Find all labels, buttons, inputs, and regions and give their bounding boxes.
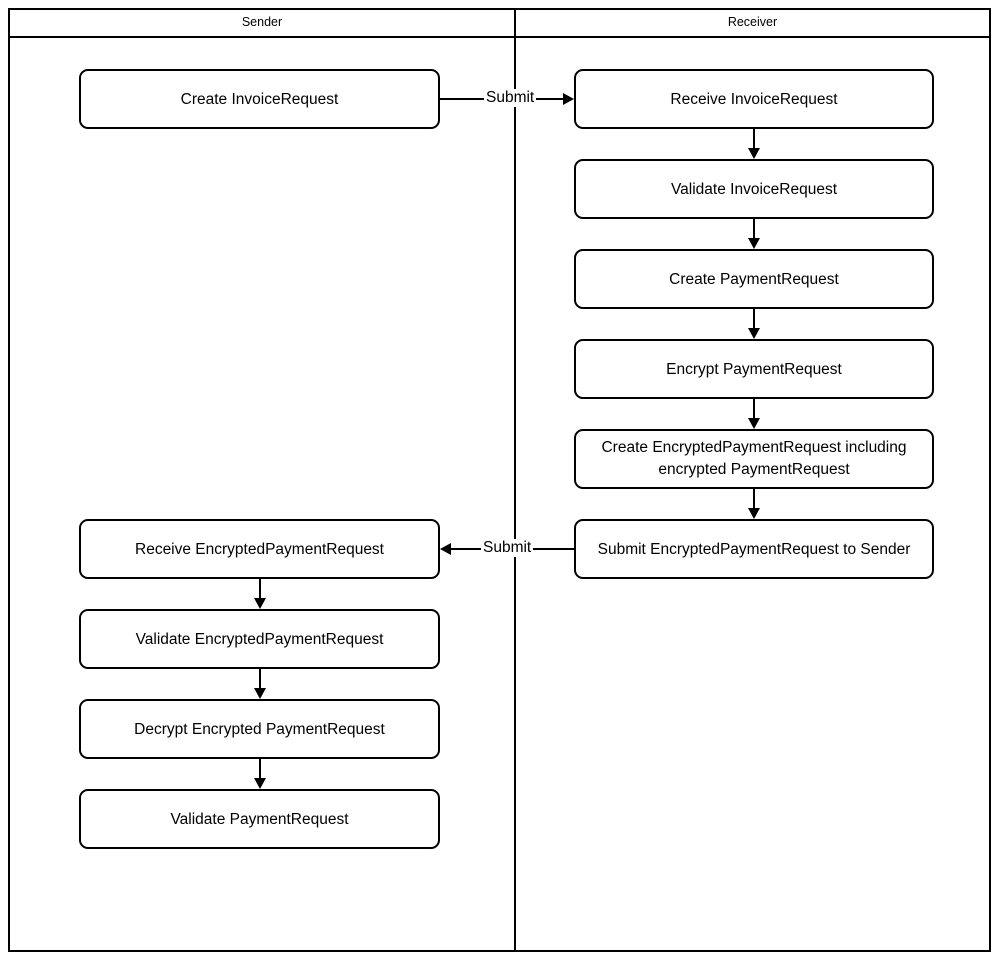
node-label: Validate EncryptedPaymentRequest (135, 630, 384, 648)
node-label-line1: Create EncryptedPaymentRequest including (601, 439, 907, 456)
lane-divider (514, 8, 516, 952)
node-receive-encryptedpaymentrequest[interactable]: Receive EncryptedPaymentRequest (79, 519, 440, 579)
edge-n4-n5-line (753, 309, 755, 330)
edge-n6-n7-arrowhead (748, 508, 760, 519)
edge-n10-n11-arrowhead (254, 778, 266, 789)
lane-header-band (8, 8, 991, 38)
lane-title-receiver: Receiver (727, 15, 778, 29)
edge-n9-n10-arrowhead (254, 688, 266, 699)
edge-n5-n6-line (753, 399, 755, 420)
edge-n2-n3-line (753, 129, 755, 150)
edge-submit-2-arrowhead (440, 543, 451, 555)
lane-title-sender: Sender (241, 15, 283, 29)
node-encrypt-paymentrequest[interactable]: Encrypt PaymentRequest (574, 339, 934, 399)
edge-n10-n11-line (259, 759, 261, 780)
edge-label-submit-2: Submit (481, 539, 534, 557)
node-label: Receive EncryptedPaymentRequest (135, 540, 384, 558)
edge-n5-n6-arrowhead (748, 418, 760, 429)
node-decrypt-encrypted-paymentrequest[interactable]: Decrypt Encrypted PaymentRequest (79, 699, 440, 759)
node-label: Create PaymentRequest (669, 270, 839, 288)
node-label: Validate PaymentRequest (170, 810, 349, 828)
edge-submit-1-arrowhead (563, 93, 574, 105)
edge-n9-n10-line (259, 669, 261, 690)
edge-n8-n9-line (259, 579, 261, 600)
node-label: Create InvoiceRequest (180, 90, 339, 108)
node-label: Decrypt Encrypted PaymentRequest (134, 720, 385, 738)
edge-n3-n4-arrowhead (748, 238, 760, 249)
node-create-encryptedpaymentrequest[interactable]: Create EncryptedPaymentRequest including… (574, 429, 934, 489)
node-submit-encryptedpaymentrequest-to-sender[interactable]: Submit EncryptedPaymentRequest to Sender (574, 519, 934, 579)
node-validate-paymentrequest[interactable]: Validate PaymentRequest (79, 789, 440, 849)
edge-n3-n4-line (753, 219, 755, 240)
node-label: Validate InvoiceRequest (670, 180, 837, 198)
edge-n2-n3-arrowhead (748, 148, 760, 159)
edge-n4-n5-arrowhead (748, 328, 760, 339)
node-label: Encrypt PaymentRequest (666, 360, 842, 378)
node-validate-encryptedpaymentrequest[interactable]: Validate EncryptedPaymentRequest (79, 609, 440, 669)
node-create-paymentrequest[interactable]: Create PaymentRequest (574, 249, 934, 309)
node-create-invoicerequest[interactable]: Create InvoiceRequest (79, 69, 440, 129)
node-label-line2: encrypted PaymentRequest (658, 461, 850, 478)
node-validate-invoicerequest[interactable]: Validate InvoiceRequest (574, 159, 934, 219)
edge-label-submit-1: Submit (484, 89, 537, 107)
edge-n8-n9-arrowhead (254, 598, 266, 609)
node-label: Submit EncryptedPaymentRequest to Sender (597, 540, 911, 558)
edge-n6-n7-line (753, 489, 755, 510)
node-receive-invoicerequest[interactable]: Receive InvoiceRequest (574, 69, 934, 129)
node-label: Receive InvoiceRequest (670, 90, 838, 108)
